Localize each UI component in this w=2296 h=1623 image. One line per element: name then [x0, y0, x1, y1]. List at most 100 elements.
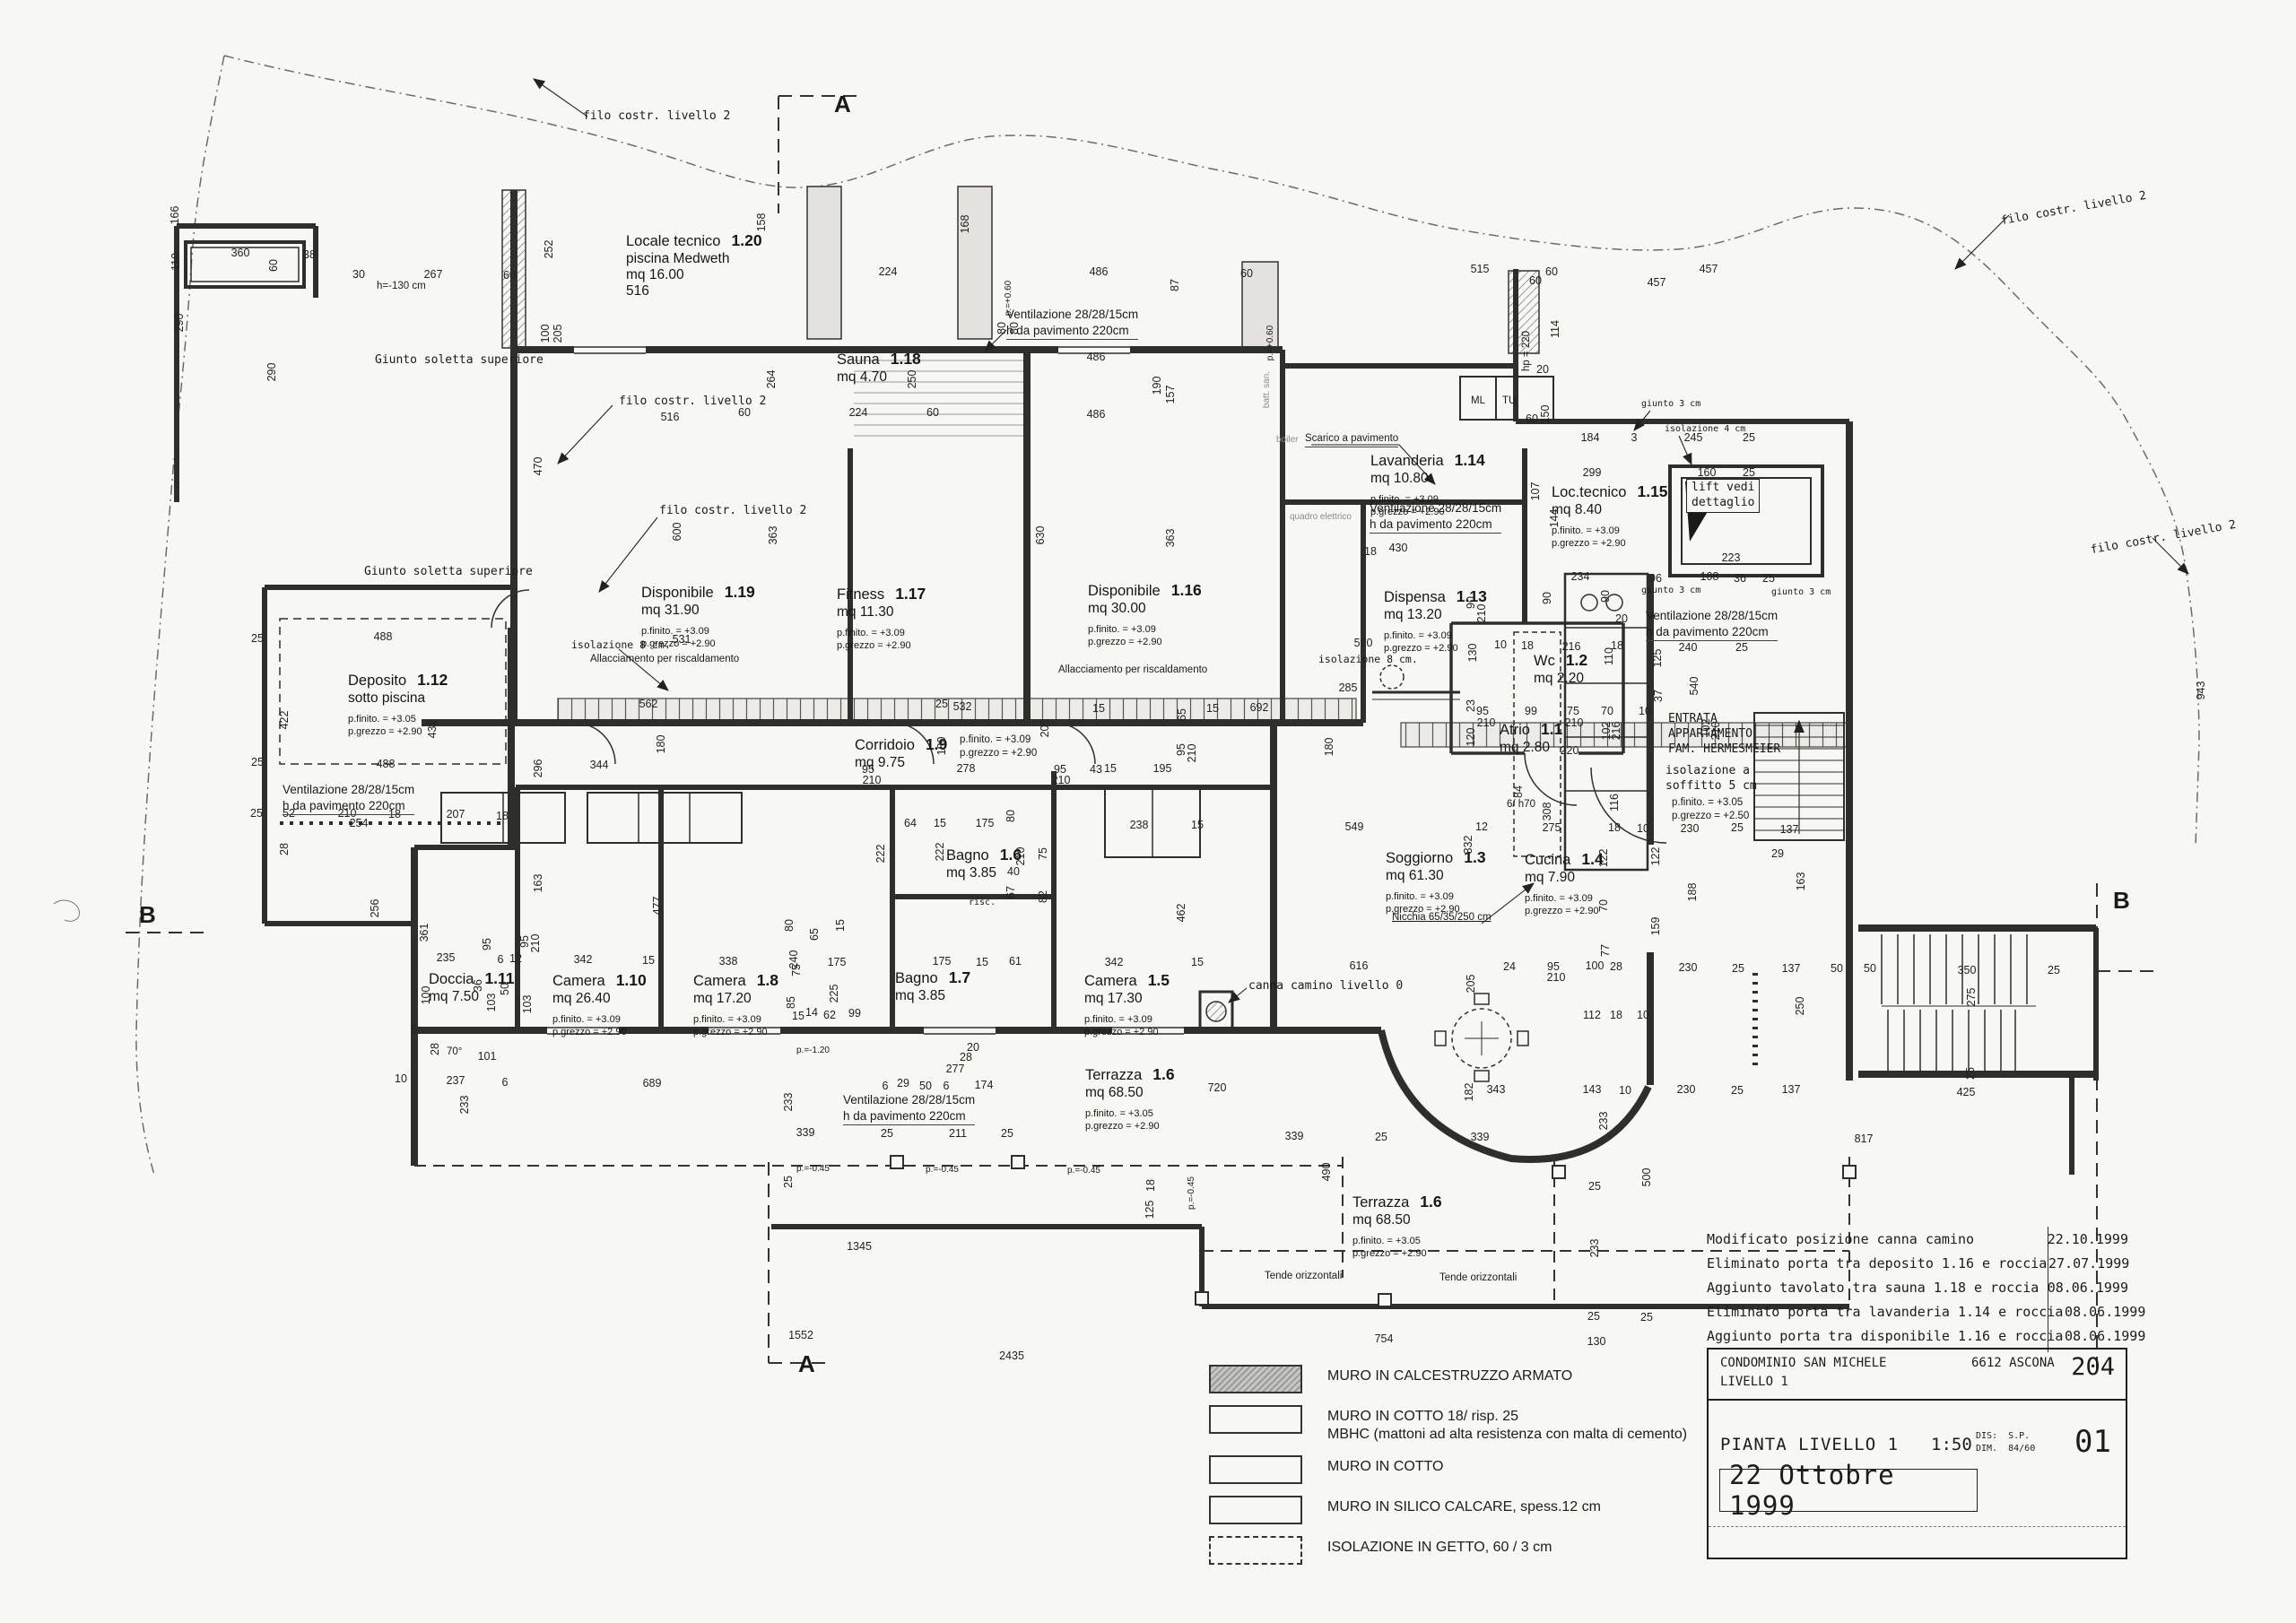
- dimension-label: 6: [943, 1080, 950, 1092]
- dimension-label: 99: [1525, 705, 1537, 717]
- dimension-label: 114: [1549, 320, 1561, 338]
- room-detail: mq 13.20: [1384, 606, 1442, 622]
- dimension-label: 82: [1037, 890, 1049, 903]
- project-name: CONDOMINIO SAN MICHELE: [1720, 1356, 1887, 1370]
- dimension-label: 110: [1603, 647, 1615, 665]
- dimension-label: 180: [935, 736, 948, 756]
- dimension-label: 25: [1001, 1127, 1013, 1140]
- annotation-label: giunto 3 cm: [1771, 587, 1831, 597]
- room-detail: mq 31.90: [641, 602, 700, 618]
- dimension-label: 222: [874, 844, 887, 864]
- room-name: Wc: [1534, 653, 1555, 669]
- room-level-note: p.finito. = +3.09: [1088, 624, 1156, 636]
- dimension-label: 210: [862, 774, 882, 786]
- dimension-label: 60: [1529, 274, 1542, 287]
- dimension-label: 339: [796, 1126, 815, 1139]
- annotation-label: h=-130 cm: [377, 281, 426, 291]
- dimension-label: 224: [878, 265, 898, 278]
- dimension-label: 363: [1164, 528, 1177, 548]
- room-detail: mq 30.00: [1088, 600, 1146, 616]
- dimension-label: 29: [1771, 847, 1784, 860]
- annotation-label: A: [834, 91, 851, 117]
- dimension-label: 486: [1089, 265, 1109, 278]
- dimension-label: 238: [1129, 819, 1149, 831]
- dimension-label: 52: [283, 807, 295, 820]
- room-level-note: p.grezzo = +2.90: [1088, 637, 1162, 648]
- room-name: Disponibile: [641, 585, 714, 601]
- legend-item: MURO IN SILICO CALCARE, spess.12 cm: [1209, 1496, 1783, 1524]
- room-detail: mq 9.75: [855, 754, 906, 770]
- dimension-label: 25: [1743, 466, 1755, 479]
- dimension-label: 65: [1176, 708, 1188, 721]
- dimension-label: 250: [1794, 996, 1806, 1016]
- room-name: Sauna: [837, 352, 880, 368]
- dimension-label: 210: [1476, 716, 1496, 729]
- legend-item: MURO IN CALCESTRUZZO ARMATO: [1209, 1365, 1783, 1393]
- dimension-label: 10: [1639, 705, 1651, 717]
- drawing-title: PIANTA LIVELLO 1: [1720, 1435, 1900, 1454]
- room-level-note: p.grezzo = +2.90: [1552, 538, 1626, 550]
- dimension-label: 425: [1956, 1086, 1976, 1098]
- revision-date: 08.06.1999: [2047, 1279, 2128, 1296]
- room-name: Deposito: [348, 673, 407, 689]
- annotation-label: quadro elettrico: [1290, 512, 1352, 522]
- dimension-label: 158: [755, 213, 768, 232]
- room-level-note: p.grezzo = +2.90: [1384, 643, 1458, 655]
- annotation-label: p.=-0.45: [796, 1164, 830, 1174]
- doors: [491, 589, 1667, 844]
- dimension-label: 25: [1731, 821, 1744, 834]
- dimension-label: 125: [1651, 648, 1664, 668]
- dimension-label: 25: [1587, 1310, 1600, 1323]
- dimension-label: 40: [1007, 865, 1020, 878]
- legend-swatch: [1209, 1405, 1302, 1434]
- dimension-label: 60: [1545, 265, 1558, 278]
- dimension-label: 175: [975, 817, 995, 829]
- room-level-note: p.finito. = +3.05: [1352, 1236, 1421, 1247]
- windows: [547, 343, 1184, 1037]
- dimension-label: 252: [543, 239, 555, 259]
- dimension-label: 95: [481, 938, 493, 950]
- dimension-label: 70: [1597, 899, 1610, 912]
- room-number: 1.6: [999, 846, 1022, 864]
- dimension-label: 18: [1521, 639, 1534, 652]
- room-name: Lavanderia: [1370, 453, 1444, 469]
- drawing-scale: 1:50: [1931, 1435, 1972, 1454]
- room-number: 1.16: [1170, 581, 1202, 599]
- dimension-label: 75: [790, 964, 803, 976]
- annotation-label: isolazione 8 cm.: [1318, 653, 1418, 665]
- dimension-label: 224: [848, 406, 868, 419]
- dimension-label: 210: [1014, 846, 1027, 866]
- dimension-label: 1552: [788, 1329, 813, 1341]
- room-number: 1.6: [1420, 1193, 1442, 1211]
- room-detail: mq 8.40: [1552, 501, 1603, 517]
- annotation-label: 70°: [447, 1046, 463, 1057]
- room-detail: mq 68.50: [1085, 1084, 1144, 1100]
- room-number: 1.20: [731, 231, 762, 249]
- legend-label: ISOLAZIONE IN GETTO, 60 / 3 cm: [1327, 1540, 1552, 1555]
- dimension-label: 166: [169, 205, 181, 225]
- dimension-label: 500: [1640, 1167, 1653, 1187]
- dimension-label: 720: [1207, 1081, 1227, 1094]
- dimension-label: 50: [499, 983, 511, 995]
- dimension-label: 250: [906, 369, 918, 389]
- room-level-note: p.finito. = +3.09: [1525, 893, 1593, 905]
- room-detail: mq 2.20: [1534, 670, 1585, 686]
- dimension-label: 520: [1353, 637, 1373, 649]
- annotation-label: filo costr. livello 2: [583, 109, 731, 123]
- room-detail: piscina Medweth: [626, 250, 730, 266]
- dimension-label: 285: [1338, 681, 1358, 694]
- title-block-footline: [1709, 1526, 2126, 1527]
- room-level-note: p.grezzo = +2.90: [1525, 906, 1599, 917]
- dimension-label: 299: [1582, 466, 1602, 479]
- dimension-label: 20: [967, 1041, 979, 1054]
